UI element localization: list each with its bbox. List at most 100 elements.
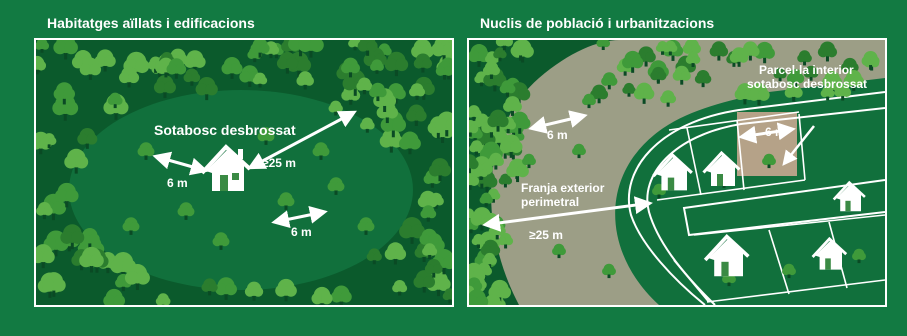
tree-icon — [392, 279, 408, 296]
tree-icon — [107, 92, 123, 109]
tree-icon — [469, 289, 489, 305]
tree-icon — [786, 68, 805, 88]
tree-icon — [773, 67, 787, 82]
tree-icon — [166, 58, 187, 79]
tree-icon — [424, 259, 443, 278]
tree-icon — [499, 80, 516, 97]
tree-icon — [370, 59, 384, 74]
distance-6m-arrow-a — [528, 110, 588, 134]
tree-icon — [417, 190, 438, 212]
tree-icon — [36, 55, 46, 75]
tree-icon — [212, 232, 230, 250]
tree-icon — [215, 277, 237, 300]
distance-6m-arrow-a — [152, 151, 209, 176]
tree-icon — [384, 242, 407, 265]
tree-icon — [502, 96, 522, 116]
tree-icon — [495, 40, 514, 51]
tree-icon — [498, 232, 514, 249]
tree-icon — [296, 71, 314, 90]
tree-icon — [252, 72, 268, 88]
tree-icon — [748, 83, 770, 106]
distance-6m-arrow-b — [738, 122, 796, 144]
tree-icon — [762, 153, 776, 169]
tree-icon — [694, 70, 712, 88]
tree-icon — [817, 41, 838, 62]
tree-icon — [820, 85, 835, 101]
label-distance-6m-b: 6 m — [291, 225, 312, 239]
tree-icon — [123, 51, 150, 79]
tree-icon — [469, 170, 480, 190]
tree-icon — [861, 50, 880, 70]
tree-icon — [356, 77, 373, 95]
tree-icon — [754, 41, 775, 64]
label-distance-6m-a: 6 m — [167, 176, 188, 190]
house-icon — [652, 152, 693, 191]
tree-icon — [622, 82, 636, 97]
tree-icon — [596, 40, 611, 51]
label-distance-6m-a: 6 m — [547, 128, 568, 142]
tree-icon — [672, 65, 691, 85]
tree-icon — [852, 248, 866, 264]
distance-6m-arrow-b — [271, 205, 328, 229]
tree-icon — [79, 228, 100, 249]
label-distance-25m: ≥25 m — [262, 156, 296, 170]
tree-icon — [803, 65, 819, 81]
tree-icon — [510, 40, 531, 61]
tree-icon — [406, 104, 427, 126]
settlement-area — [615, 78, 885, 305]
tree-icon — [201, 278, 218, 296]
tree-icon — [399, 131, 421, 155]
tree-icon — [572, 143, 586, 159]
tree-icon — [183, 68, 201, 86]
tree-icon — [622, 50, 644, 73]
tree-icon — [366, 248, 382, 265]
left-panel-title: Habitatges aïllats i edificacions — [47, 15, 255, 31]
tree-icon — [482, 61, 500, 79]
tree-icon — [276, 51, 298, 74]
label-distance-25m: ≥25 m — [529, 228, 563, 242]
tree-icon — [552, 243, 566, 259]
tree-icon — [434, 111, 452, 137]
label-perimeter-strip-line1: Franja exterior — [521, 181, 605, 195]
label-distance-6m-b: 6 m — [765, 125, 786, 139]
tree-icon — [369, 82, 387, 102]
tree-icon — [590, 84, 609, 104]
tree-icon — [221, 56, 243, 79]
tree-icon — [431, 40, 452, 62]
house-icon — [832, 180, 866, 212]
tree-icon — [277, 192, 295, 210]
label-interior-plot-line2: sotabosc desbrossat — [747, 77, 867, 91]
interior-plot-pointer — [782, 125, 815, 166]
label-cleared-understory: Sotabosc desbrossat — [154, 122, 296, 138]
tree-icon — [413, 53, 433, 73]
distance-25m-arrow — [247, 110, 357, 170]
tree-icon — [36, 201, 53, 220]
tree-icon — [601, 72, 618, 90]
tree-icon — [155, 293, 171, 305]
tree-icon — [682, 40, 701, 58]
tree-icon — [650, 66, 667, 84]
house-icon — [703, 234, 750, 277]
tree-icon — [79, 57, 102, 80]
tree-icon — [360, 117, 375, 133]
forest-trees — [469, 40, 880, 305]
tree-icon — [442, 288, 452, 304]
tree-icon — [499, 134, 523, 158]
tree-icon — [469, 105, 482, 121]
right-panel-illustration: Parcel·la interior sotabosc desbrossat 6… — [469, 40, 885, 305]
label-perimeter-strip-line2: perimetral — [521, 195, 579, 209]
tree-icon — [784, 82, 803, 102]
tree-icon — [797, 50, 812, 66]
tree-icon — [506, 158, 529, 183]
tree-icon — [469, 119, 479, 137]
tree-icon — [275, 278, 297, 302]
tree-icon — [582, 93, 596, 109]
tree-icon — [655, 40, 670, 55]
tree-icon — [741, 41, 760, 61]
tree-icon — [422, 243, 438, 259]
tree-icon — [493, 47, 507, 62]
tree-icon — [419, 228, 439, 249]
tree-icon — [77, 128, 98, 149]
tree-icon — [244, 281, 264, 301]
tree-icon — [41, 133, 57, 149]
